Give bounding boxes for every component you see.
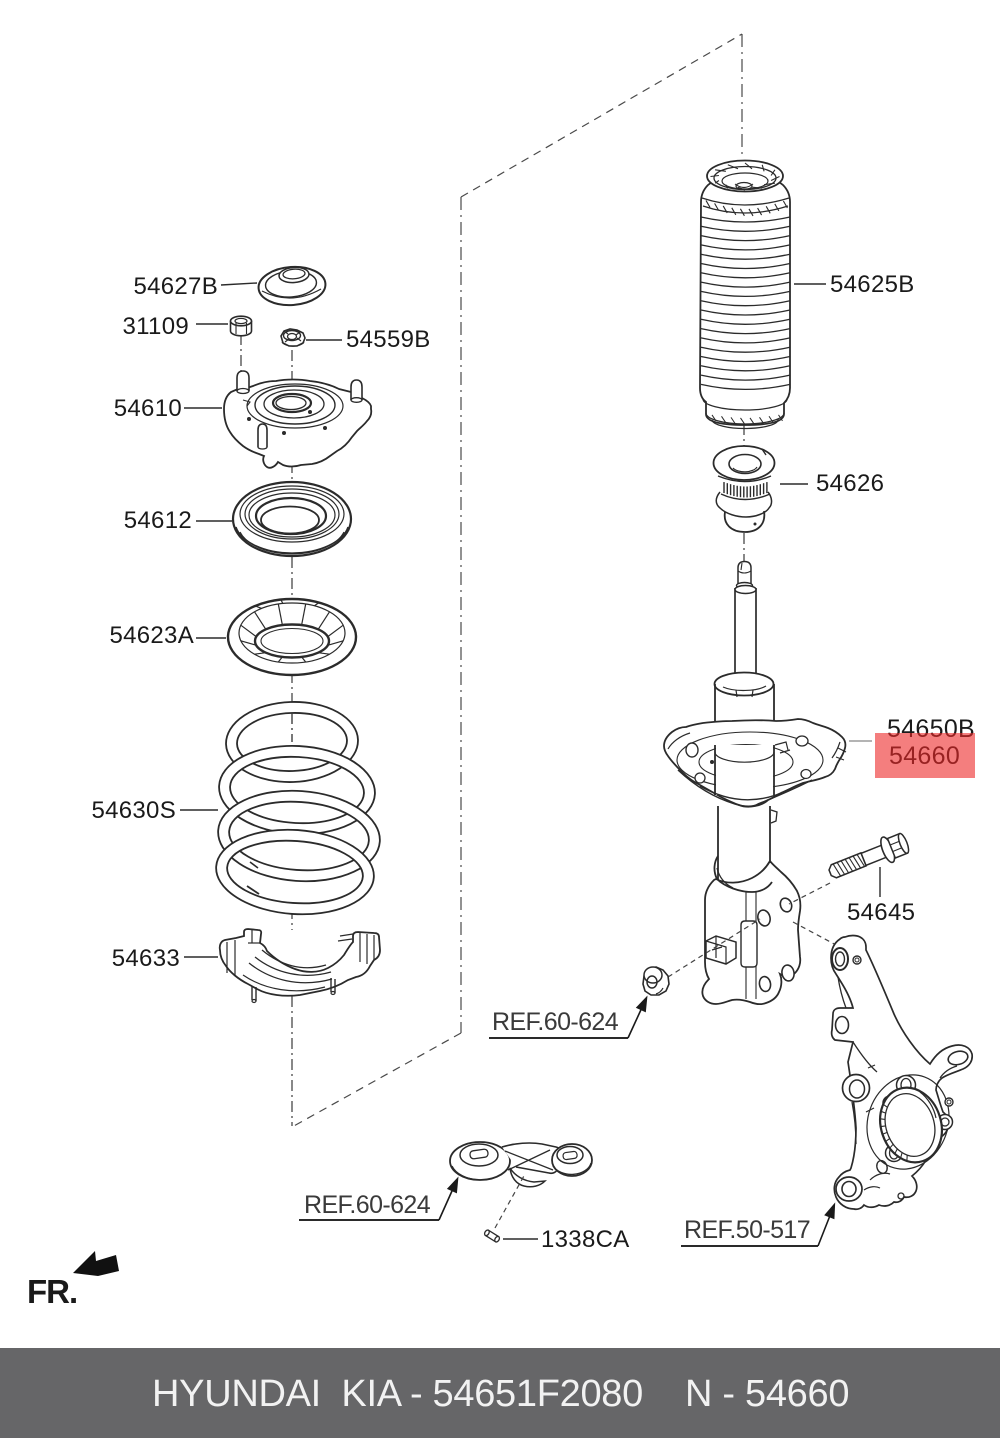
svg-text:54633: 54633 bbox=[112, 945, 180, 972]
svg-text:54625B: 54625B bbox=[830, 271, 915, 298]
svg-text:FR.: FR. bbox=[27, 1273, 77, 1310]
svg-text:54627B: 54627B bbox=[133, 273, 218, 300]
svg-text:REF.60-624: REF.60-624 bbox=[492, 1008, 619, 1036]
svg-text:54626: 54626 bbox=[816, 470, 884, 497]
svg-text:REF.60-624: REF.60-624 bbox=[304, 1191, 431, 1219]
svg-text:54559B: 54559B bbox=[346, 326, 431, 353]
svg-text:54610: 54610 bbox=[114, 395, 182, 422]
svg-text:REF.50-517: REF.50-517 bbox=[684, 1216, 810, 1244]
svg-text:54612: 54612 bbox=[124, 507, 192, 534]
svg-text:HYUNDAI KIA - 54651F2080: HYUNDAI KIA - 54651F2080 bbox=[152, 1373, 643, 1415]
svg-text:54645: 54645 bbox=[847, 899, 915, 926]
svg-text:54623A: 54623A bbox=[109, 622, 194, 649]
svg-text:54630S: 54630S bbox=[91, 797, 176, 824]
svg-text:1338CA: 1338CA bbox=[541, 1226, 630, 1253]
svg-text:31109: 31109 bbox=[123, 313, 189, 340]
svg-text:N - 54660: N - 54660 bbox=[685, 1373, 849, 1415]
